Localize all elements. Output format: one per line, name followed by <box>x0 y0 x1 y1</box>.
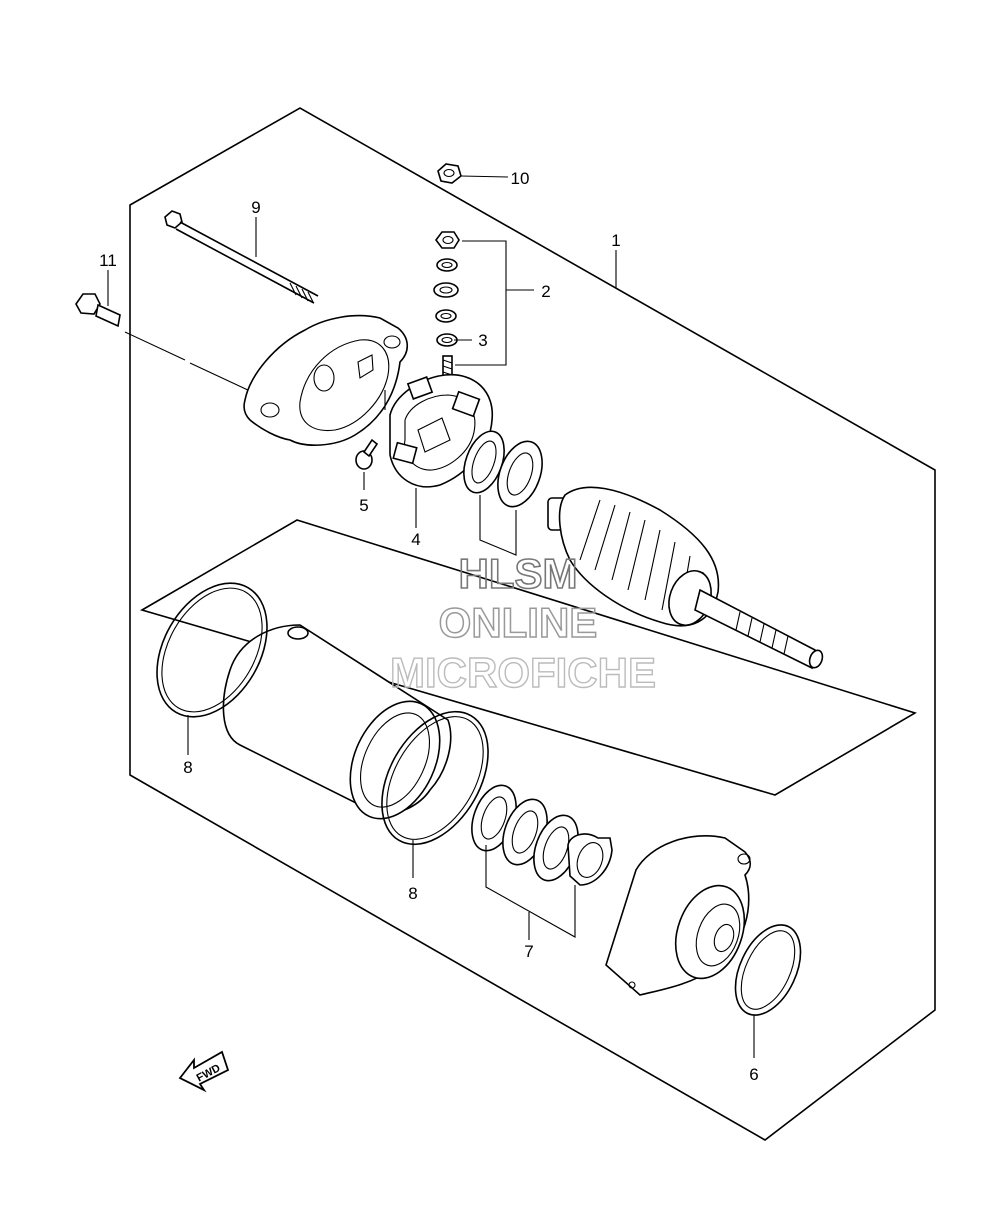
callout-1: 1 <box>611 231 620 250</box>
part-5-brush <box>355 438 379 490</box>
watermark-line2: ONLINE <box>439 599 598 646</box>
callout-5: 5 <box>359 496 368 515</box>
part-2-washer-set <box>433 231 534 387</box>
armature-washers <box>463 430 543 556</box>
callout-10: 10 <box>511 169 530 188</box>
callout-6: 6 <box>749 1065 758 1084</box>
armature-frame <box>139 519 917 796</box>
callout-8b: 8 <box>408 884 417 903</box>
fwd-arrow-icon: FWD <box>178 1050 230 1093</box>
assembly-frame <box>129 107 936 1141</box>
armature <box>547 486 824 670</box>
callout-4: 4 <box>411 530 420 549</box>
watermark-line3: MICROFICHE <box>390 649 656 696</box>
part-11-bolt <box>75 270 251 392</box>
callout-9: 9 <box>251 198 260 217</box>
callout-8a: 8 <box>183 758 192 777</box>
front-housing <box>605 835 752 996</box>
yoke-housing <box>222 624 452 820</box>
callout-7: 7 <box>524 942 533 961</box>
part-10-nut <box>437 163 509 184</box>
callout-3: 3 <box>478 331 487 350</box>
callout-11: 11 <box>99 251 117 270</box>
part-7-shims <box>471 784 613 940</box>
watermark: HLSM ONLINE MICROFICHE <box>389 549 656 697</box>
rear-cover <box>243 314 409 446</box>
callout-2: 2 <box>541 282 550 301</box>
watermark-line1: HLSM <box>459 550 578 597</box>
part-9-through-bolt <box>164 210 319 304</box>
part-6-o-ring <box>734 924 802 1058</box>
part-8-o-rings <box>156 582 489 878</box>
